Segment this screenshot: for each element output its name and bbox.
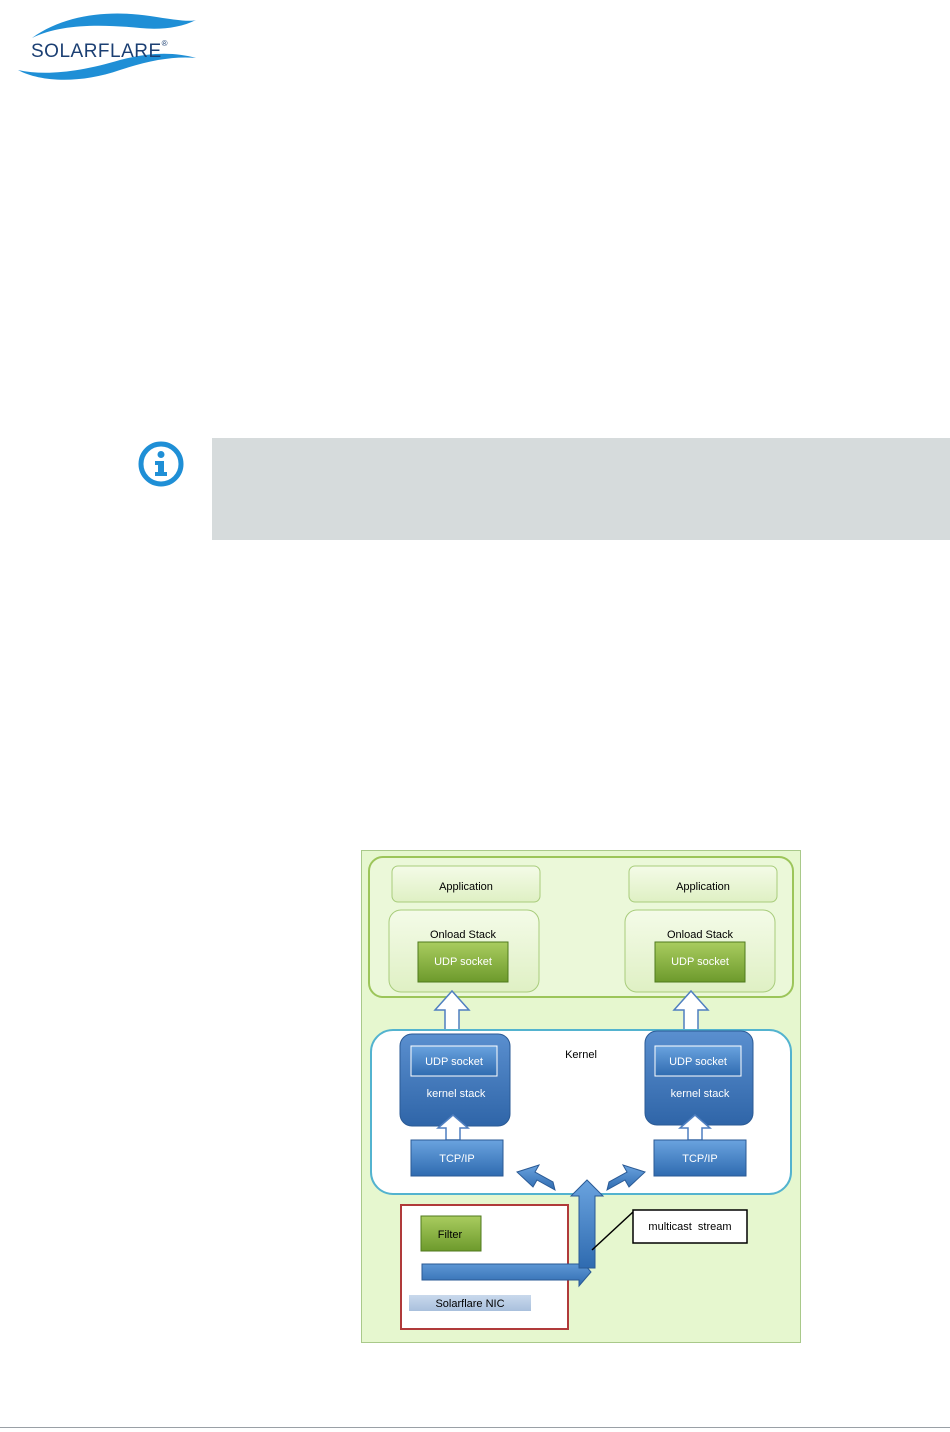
kernel-stack-right-label: kernel stack [671,1088,730,1100]
solarflare-logo: SOLARFLARE® [10,8,200,86]
multicast-stream-label: multicast stream [648,1221,731,1233]
onload-stack-right: Onload Stack UDP socket [624,909,776,993]
application-left: Application [391,865,541,903]
diverge-arrow-right [606,1164,646,1191]
application-right-label: Application [676,881,730,893]
kernel-udp-socket-right [654,1045,742,1077]
onload-udp-socket-left-label: UDP socket [434,956,492,968]
onload-stack-left: Onload Stack UDP socket [388,909,540,993]
solarflare-nic-label-bar [409,1295,531,1311]
kernel-stack-left: UDP socket kernel stack [399,1033,511,1127]
kernel-udp-socket-right-label: UDP socket [669,1056,727,1068]
tcpip-left: TCP/IP [410,1139,504,1177]
tcpip-right: TCP/IP [653,1139,747,1177]
note-box [212,438,950,540]
onload-udp-socket-left [417,941,509,983]
info-icon [138,441,184,487]
logo-swoosh [18,13,196,80]
kernel-stack-right: UDP socket kernel stack [644,1030,754,1126]
onload-stack-left-label: Onload Stack [430,929,497,941]
multicast-callout-line [591,1211,634,1251]
up-arrow-right-lower [677,1114,713,1141]
tcpip-left-label: TCP/IP [439,1153,474,1165]
solarflare-nic-label: Solarflare NIC [435,1298,504,1310]
filter-box: Filter [420,1215,482,1252]
up-arrow-left-lower [435,1114,471,1141]
footer-rule [0,1427,950,1428]
kernel-udp-socket-left-label: UDP socket [425,1056,483,1068]
multicast-diagram: Application Application Onload Stack UDP… [361,850,801,1343]
kernel-stack-left-label: kernel stack [427,1088,486,1100]
kernel-label: Kernel [565,1049,597,1061]
multicast-callout-box [632,1209,748,1244]
onload-udp-socket-right-label: UDP socket [671,956,729,968]
onload-udp-socket-right [654,941,746,983]
application-left-label: Application [439,881,493,893]
onload-stack-right-label: Onload Stack [667,929,734,941]
logo-wordmark: SOLARFLARE® [31,39,169,62]
kernel-udp-socket-left [410,1045,498,1077]
multicast-up-arrow [569,1179,605,1269]
filter-label: Filter [438,1229,463,1241]
tcpip-right-label: TCP/IP [682,1153,717,1165]
diverge-arrow-left [516,1164,556,1191]
application-right: Application [628,865,778,903]
